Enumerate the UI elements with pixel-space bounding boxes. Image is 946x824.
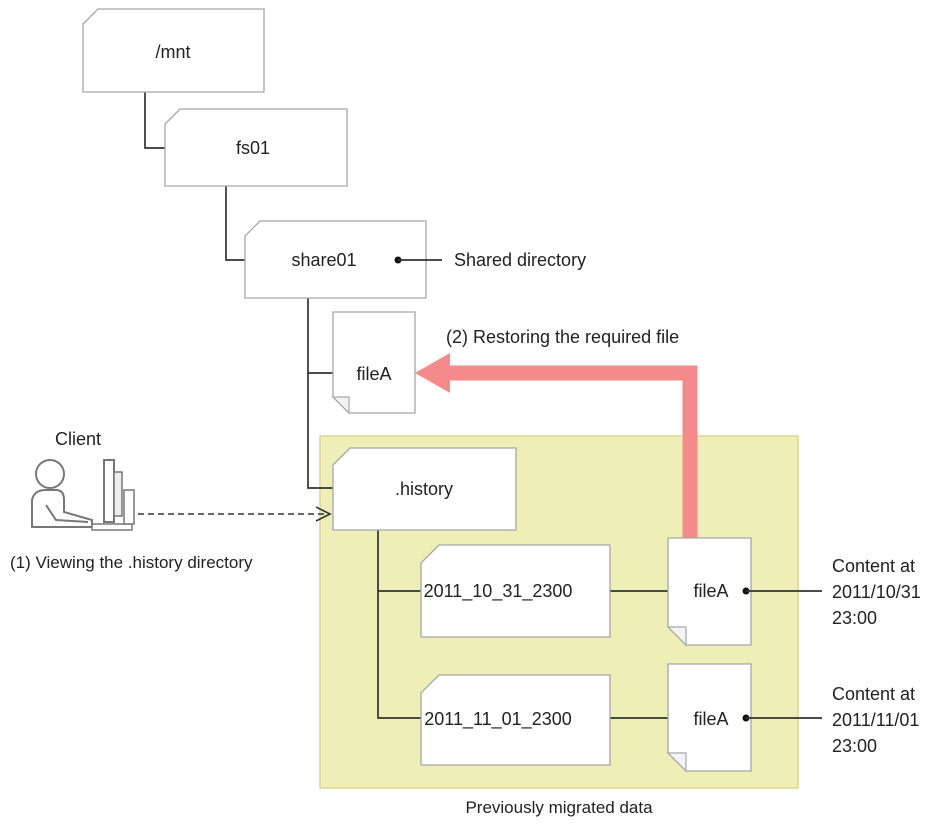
dir-snapshot-2011-11-01[interactable]: 2011_11_01_2300 (420, 674, 611, 766)
dir-history-label: .history (395, 479, 453, 499)
content-2-line2: 2011/11/01 (832, 710, 919, 730)
dir-snapshot-1-label: 2011_10_31_2300 (424, 581, 573, 602)
file-fileA-snapshot-2[interactable]: fileA (666, 663, 752, 773)
view-arrow (138, 506, 332, 522)
content-1-line3: 23:00 (832, 608, 877, 628)
content-1-line2: 2011/10/31 (832, 582, 921, 602)
dir-mnt-label: /mnt (155, 42, 190, 62)
migrated-data-label: Previously migrated data (465, 798, 653, 817)
file-fileA-restored[interactable]: fileA (331, 311, 416, 415)
restoring-label: (2) Restoring the required file (446, 327, 679, 347)
tree-connectors (144, 92, 668, 719)
dir-mnt[interactable]: /mnt (82, 8, 265, 93)
dir-snapshot-2011-10-31[interactable]: 2011_10_31_2300 (420, 544, 611, 638)
restore-arrow (415, 353, 698, 538)
dir-snapshot-2-label: 2011_11_01_2300 (424, 709, 572, 730)
client-label: Client (55, 429, 101, 449)
viewing-label: (1) Viewing the .history directory (10, 553, 253, 572)
file-fileA-snapshot-1-label: fileA (693, 581, 728, 601)
dir-history[interactable]: .history (332, 447, 517, 531)
content-1-line1: Content at (832, 556, 915, 576)
dir-fs01[interactable]: fs01 (164, 108, 348, 187)
dir-share01[interactable]: share01 (244, 220, 427, 299)
dir-fs01-label: fs01 (236, 138, 270, 158)
content-2-line3: 23:00 (832, 736, 877, 756)
file-fileA-restored-label: fileA (356, 364, 391, 384)
file-fileA-snapshot-1[interactable]: fileA (666, 537, 752, 647)
shared-directory-label: Shared directory (454, 250, 586, 270)
user-at-computer-icon (31, 459, 135, 531)
file-fileA-snapshot-2-label: fileA (693, 709, 728, 729)
content-2-line1: Content at (832, 684, 915, 704)
dir-share01-label: share01 (291, 250, 356, 270)
